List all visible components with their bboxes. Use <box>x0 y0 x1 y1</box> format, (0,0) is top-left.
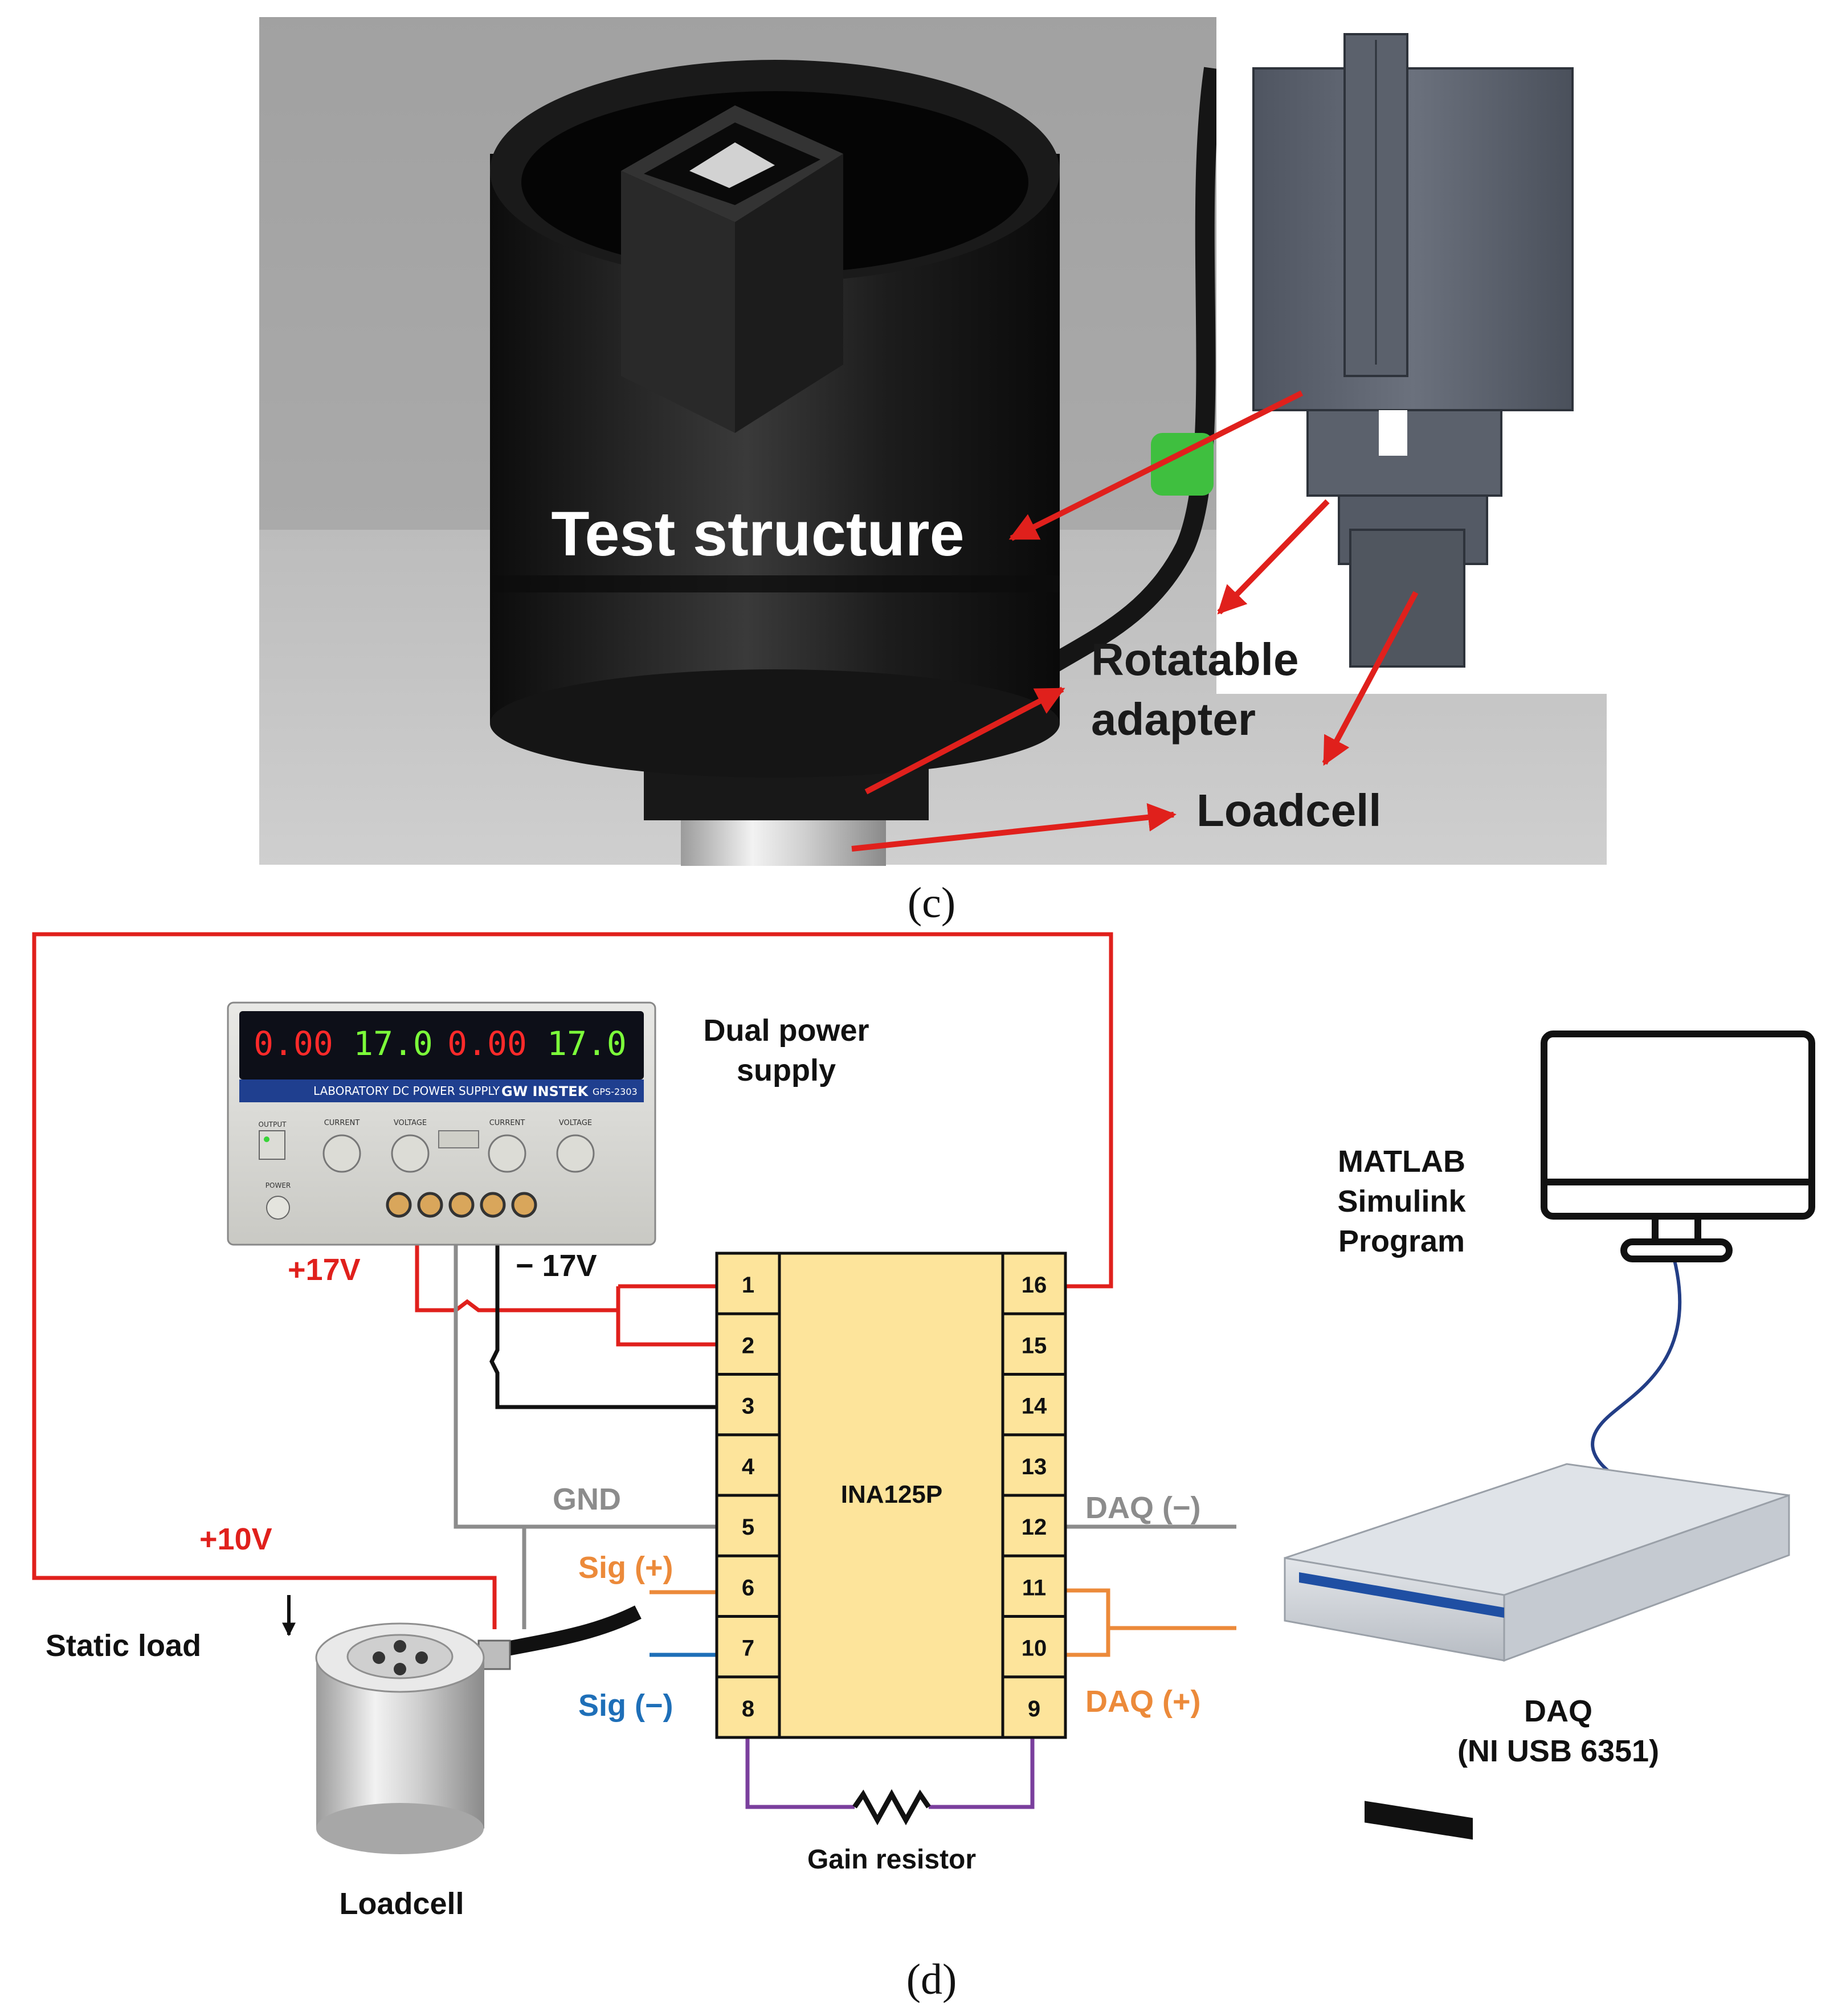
label-sig-plus: Sig (+) <box>578 1551 673 1585</box>
chip-pin-right-4: 13 <box>1022 1454 1047 1479</box>
psu-knob-label-2: VOLTAGE <box>394 1119 427 1127</box>
label-minus17v: − 17V <box>516 1249 597 1283</box>
psu-title-1: Dual power <box>703 1013 869 1048</box>
power-supply: 0.00 17.0 0.00 17.0 LABORATORY DC POWER … <box>227 1001 656 1246</box>
label-plus17v: +17V <box>288 1253 361 1287</box>
chip-name: INA125P <box>841 1481 943 1508</box>
arrow-loadcell-cad <box>1322 591 1419 766</box>
wire-plus10v <box>32 932 1113 1629</box>
chip-pin-left-7: 7 <box>742 1636 754 1661</box>
label-loadcell: Loadcell <box>339 1887 464 1921</box>
label-daq-plus: DAQ (+) <box>1085 1684 1201 1719</box>
chip-pin-right-8: 9 <box>1028 1696 1040 1721</box>
computer-monitor-icon <box>1541 1031 1815 1262</box>
label-gain-resistor: Gain resistor <box>807 1845 976 1875</box>
psu-terminals <box>386 1192 537 1218</box>
wire-minus17v <box>489 1245 717 1409</box>
left-pin-labels: 1 2 3 4 5 6 7 8 <box>742 1273 755 1721</box>
label-daq: DAQ <box>1524 1694 1592 1728</box>
label-loadcell-photo: Loadcell <box>1196 785 1382 836</box>
right-pin-labels: 16 15 14 13 12 11 10 9 <box>1022 1273 1047 1721</box>
psu-panel-text: LABORATORY DC POWER SUPPLY <box>313 1084 500 1098</box>
voltage-knob-1[interactable] <box>391 1134 430 1173</box>
chip-pin-left-8: 8 <box>742 1696 754 1721</box>
label-matlab: MATLAB <box>1338 1144 1465 1179</box>
chip-pin-right-6: 11 <box>1022 1575 1046 1600</box>
label-sig-minus: Sig (−) <box>578 1688 673 1723</box>
label-static-load: Static load <box>46 1629 201 1663</box>
wire-gain-left <box>745 1737 855 1809</box>
psu-display-panel <box>239 1011 644 1079</box>
chip-pin-left-4: 4 <box>742 1454 755 1479</box>
psu-model: GPS-2303 <box>593 1086 638 1097</box>
psu-knob-label-1: CURRENT <box>324 1119 360 1127</box>
chip-pin-left-2: 2 <box>742 1333 754 1358</box>
chip-pin-left-1: 1 <box>742 1273 754 1298</box>
current-knob-1[interactable] <box>322 1134 361 1173</box>
chip-pin-left-5: 5 <box>742 1515 754 1540</box>
label-gnd: GND <box>553 1482 621 1516</box>
cable <box>995 67 1223 708</box>
arrow-adapter-photo <box>864 686 1065 795</box>
label-test-structure: Test structure <box>551 499 964 569</box>
chip-pin-right-3: 14 <box>1022 1394 1047 1419</box>
psu-power-label: POWER <box>266 1181 291 1189</box>
chip-pin-right-2: 15 <box>1022 1333 1047 1358</box>
wire-gnd <box>454 1245 717 1529</box>
chip-pin-right-5: 12 <box>1022 1515 1047 1540</box>
current-knob-2[interactable] <box>488 1134 526 1173</box>
chip-pin-left-6: 6 <box>742 1575 754 1600</box>
label-plus10v: +10V <box>199 1522 272 1556</box>
psu-display-1: 0.00 <box>254 1024 333 1063</box>
wire-plus17v <box>415 1245 618 1312</box>
caption-c: (c) <box>908 879 955 927</box>
label-daq-minus: DAQ (−) <box>1085 1491 1201 1525</box>
output-button[interactable] <box>259 1130 285 1160</box>
arrow-loadcell-photo <box>851 803 1177 852</box>
tracking-buttons[interactable] <box>438 1130 479 1148</box>
label-simulink: Simulink <box>1337 1184 1466 1218</box>
chip-pin-right-7: 10 <box>1022 1636 1047 1661</box>
daq-device <box>1284 1463 1790 1840</box>
psu-knob-label-3: CURRENT <box>489 1119 525 1127</box>
arrow-test-structure <box>1008 390 1304 541</box>
wire-daq-plus <box>1065 1588 1110 1657</box>
psu-knob-label-4: VOLTAGE <box>559 1119 592 1127</box>
photo-panel: Test structure Rotatable adapter Loadcel… <box>259 17 1607 866</box>
label-rotatable: Rotatable <box>1091 634 1299 685</box>
usb-cable <box>1591 1241 1682 1494</box>
psu-display-3: 0.00 <box>447 1024 527 1063</box>
caption-d: (d) <box>906 1956 957 2003</box>
cad-render <box>1216 17 1607 694</box>
psu-output-label: OUTPUT <box>259 1121 287 1128</box>
psu-display-2: 17.0 <box>353 1024 433 1063</box>
label-program: Program <box>1338 1224 1465 1258</box>
gain-resistor-symbol <box>852 1789 931 1826</box>
wire-gain-right <box>929 1737 1035 1809</box>
voltage-knob-2[interactable] <box>556 1134 595 1173</box>
daq-connector <box>1365 1801 1473 1840</box>
loadcell-device <box>315 1605 642 1854</box>
label-daq-model: (NI USB 6351) <box>1457 1734 1659 1768</box>
chip-pin-right-1: 16 <box>1022 1273 1047 1298</box>
green-clip <box>1151 433 1214 496</box>
power-button[interactable] <box>266 1196 290 1220</box>
psu-display-4: 17.0 <box>547 1024 627 1063</box>
chip-pin-left-3: 3 <box>742 1394 754 1419</box>
psu-title-2: supply <box>737 1053 836 1087</box>
psu-brand: GW INSTEK <box>501 1083 589 1099</box>
arrow-adapter-cad <box>1217 499 1330 615</box>
label-adapter: adapter <box>1091 694 1256 745</box>
